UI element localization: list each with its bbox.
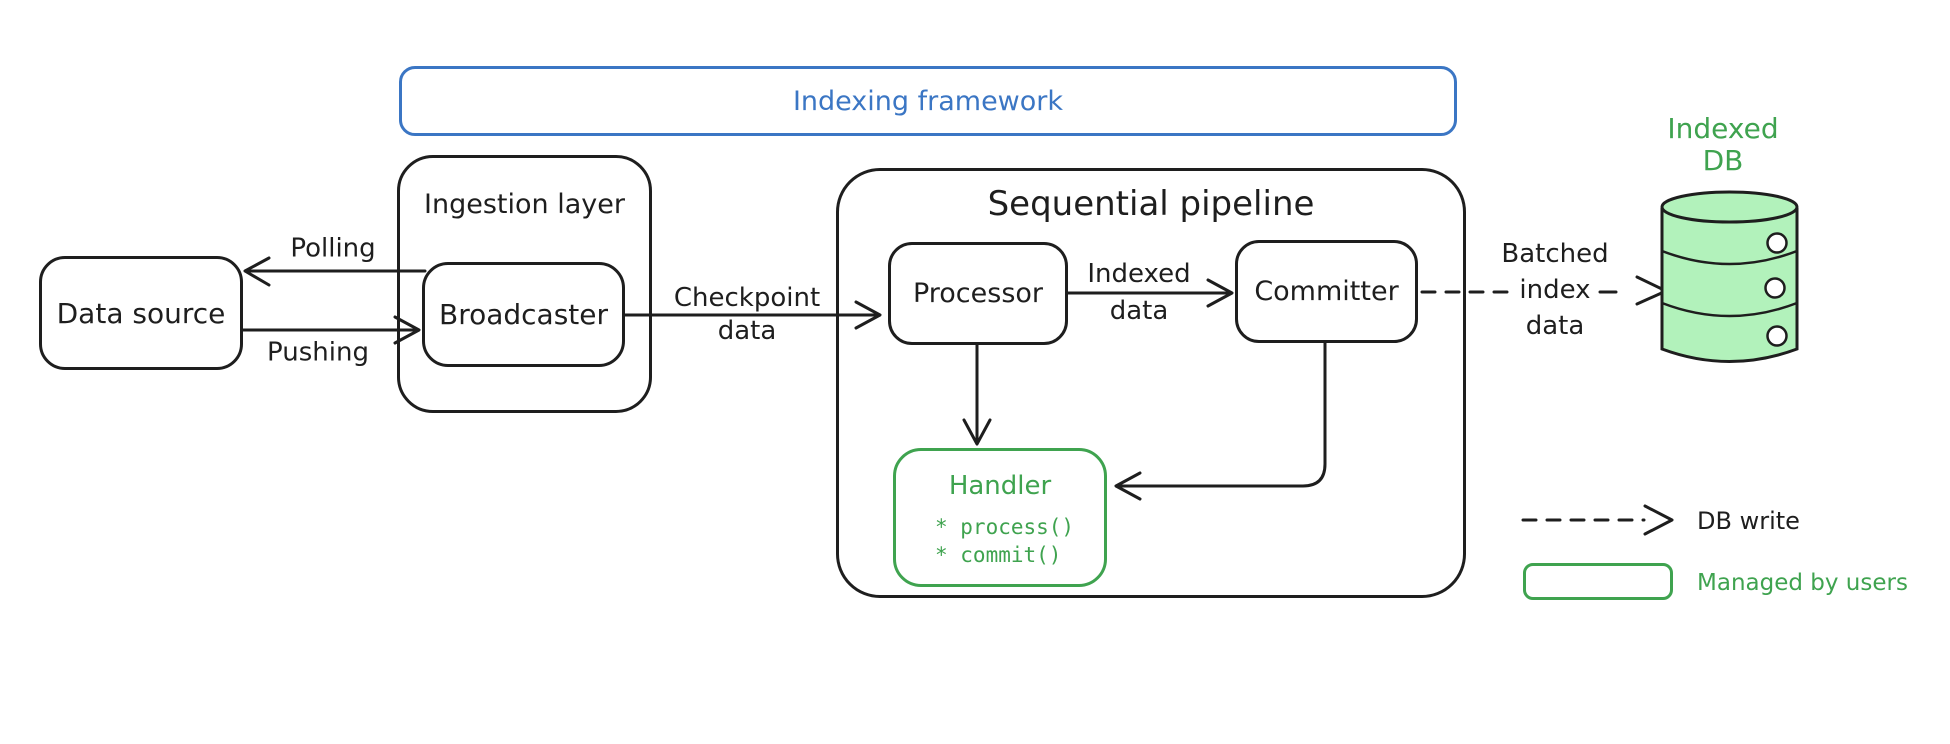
handler-method-process: * process(): [935, 515, 1075, 539]
node-data-source: Data source: [39, 256, 243, 370]
checkpoint-data-line1: Checkpoint: [673, 283, 821, 313]
pushing-edge-label: Pushing: [267, 337, 369, 368]
committer-label: Committer: [1254, 276, 1399, 307]
handler-method-commit: * commit(): [935, 543, 1062, 567]
node-sequential-pipeline: Sequential pipeline: [836, 168, 1466, 598]
indexed-data-line1: Indexed: [1087, 259, 1191, 289]
node-broadcaster: Broadcaster: [422, 262, 625, 367]
legend-managed-by-users-label: Managed by users: [1697, 570, 1908, 596]
indexing-framework-label: Indexing framework: [792, 85, 1064, 117]
indexed-db-label-line2: DB: [1702, 144, 1744, 177]
batched-index-data-line3: data: [1525, 311, 1585, 341]
batched-index-data-line1: Batched: [1501, 239, 1609, 269]
indexing-framework-box: Indexing framework: [399, 66, 1457, 136]
handler-methods: * process() * commit(): [935, 513, 1104, 569]
checkpoint-data-line2: data: [717, 316, 777, 346]
node-committer: Committer: [1235, 240, 1418, 343]
legend-db-write-arrow: [1521, 504, 1674, 536]
legend-managed-by-users-box: [1523, 563, 1673, 600]
node-ingestion-layer: Ingestion layer: [397, 155, 652, 413]
sequential-pipeline-label: Sequential pipeline: [987, 184, 1315, 224]
pushing-arrow: [241, 315, 421, 345]
node-processor: Processor: [888, 242, 1068, 345]
processor-to-handler-arrow: [962, 343, 992, 446]
indexed-data-line2: data: [1109, 296, 1169, 326]
node-handler: Handler * process() * commit(): [893, 448, 1107, 587]
polling-edge-label: Polling: [290, 233, 376, 264]
committer-to-handler-arrow: [1114, 341, 1327, 501]
checkpoint-data-arrow: [623, 300, 882, 330]
processor-label: Processor: [912, 278, 1044, 309]
batched-index-data-line2: index: [1519, 275, 1591, 305]
handler-label: Handler: [948, 471, 1052, 501]
data-source-label: Data source: [56, 296, 226, 330]
indexed-data-arrow: [1066, 278, 1234, 308]
indexed-db-cylinder-icon: [1660, 190, 1799, 363]
indexed-db-label: Indexed DB: [1667, 113, 1778, 177]
broadcaster-label: Broadcaster: [438, 298, 609, 331]
polling-arrow: [243, 256, 427, 287]
ingestion-layer-label: Ingestion layer: [424, 189, 625, 220]
indexed-db-label-line1: Indexed: [1667, 112, 1779, 145]
legend-db-write-label: DB write: [1697, 507, 1800, 535]
batched-index-data-edge-label: Batched index data: [1501, 236, 1608, 344]
indexed-data-edge-label: Indexed data: [1087, 256, 1190, 330]
checkpoint-data-edge-label: Checkpoint data: [674, 282, 820, 348]
